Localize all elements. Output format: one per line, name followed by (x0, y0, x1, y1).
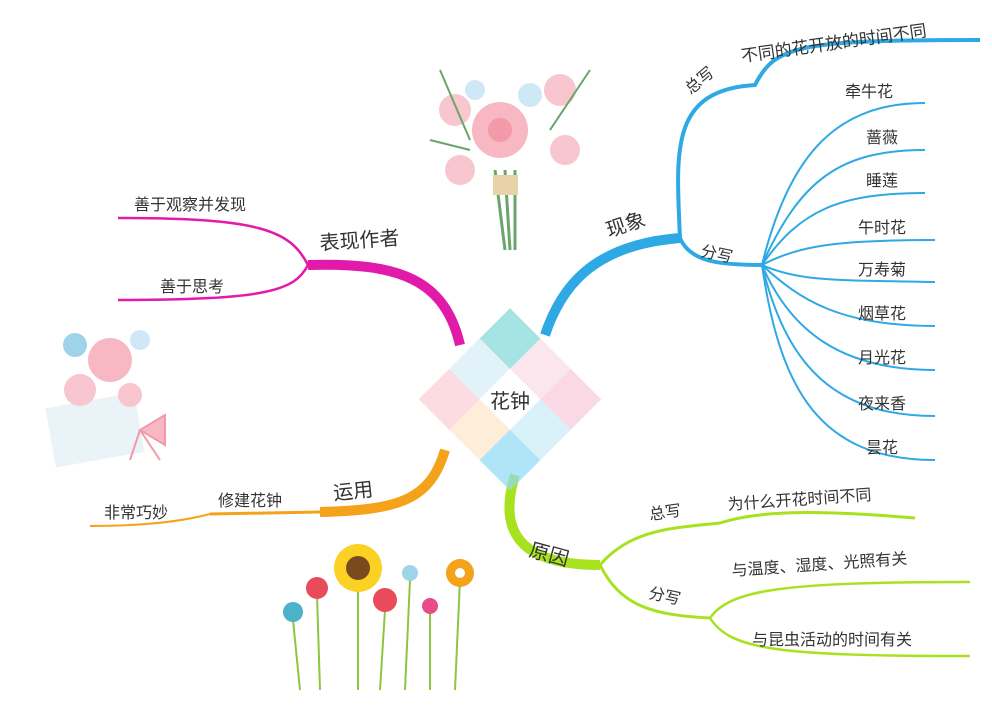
flower-item: 月光花 (858, 348, 906, 367)
phenomenon-detail-label: 分写 (699, 241, 734, 266)
branch-reason-lines (504, 473, 971, 658)
application-leaf: 非常巧妙 (104, 503, 168, 522)
expression-item: 善于思考 (160, 277, 224, 296)
flower-item: 午时花 (858, 218, 906, 237)
flower-item: 蔷薇 (866, 128, 898, 147)
center-node[interactable] (418, 308, 602, 491)
branch-phenomenon-label: 现象 (603, 207, 648, 242)
branch-expression-label: 表现作者 (319, 225, 400, 255)
reason-detail-label: 分写 (647, 583, 682, 608)
phenomenon-summary-label: 总写 (681, 63, 718, 98)
branch-expression-lines (117, 216, 465, 347)
flower-item: 昙花 (866, 438, 898, 457)
branch-application-label: 运用 (332, 477, 374, 505)
bouquet-illustration-left (45, 330, 166, 468)
center-label: 花钟 (490, 389, 530, 413)
reason-item: 与温度、湿度、光照有关 (731, 549, 908, 580)
flower-item: 睡莲 (866, 171, 898, 190)
reason-summary-text: 为什么开花时间不同 (727, 485, 872, 514)
flower-item: 夜来香 (858, 394, 906, 413)
reason-summary-label: 总写 (648, 501, 682, 524)
phenomenon-summary-text: 不同的花开放的时间不同 (740, 21, 928, 67)
flower-item: 牵牛花 (845, 82, 893, 101)
branch-reason-label: 原因 (527, 538, 572, 572)
flower-item: 万寿菊 (858, 260, 906, 279)
flower-garden-illustration (283, 544, 474, 691)
branch-application-lines (89, 448, 450, 527)
expression-item: 善于观察并发现 (134, 195, 246, 214)
flower-item: 烟草花 (858, 304, 906, 323)
bouquet-illustration-top (429, 69, 591, 251)
application-sub: 修建花钟 (218, 491, 282, 510)
reason-item: 与昆虫活动的时间有关 (752, 630, 912, 649)
branch-phenomenon-lines (540, 38, 981, 461)
